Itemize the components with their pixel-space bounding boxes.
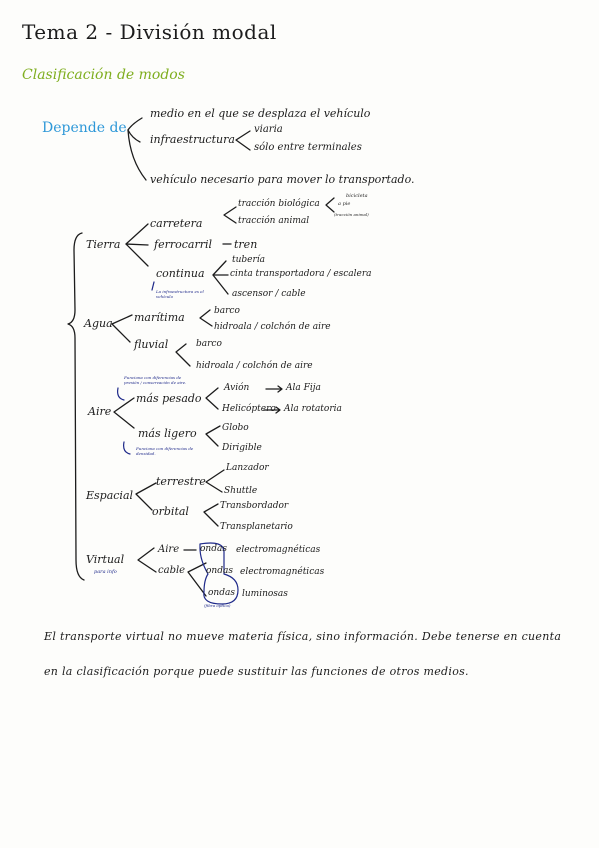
ligero-globo: Globo [222,423,249,433]
aire-mas-pesado: más pesado [136,392,202,405]
bio-a-pie: a pie [338,201,351,207]
espacial-bracket [135,482,157,511]
agua-maritima: marítima [134,311,185,324]
maritima-bracket [199,309,213,327]
root-bracket [127,117,143,143]
arrow-avion [265,385,283,393]
fluvial-bracket [175,343,191,367]
media-brace [67,232,85,581]
mas-ligero-note: Funciona con diferencias de densidad. [136,446,194,456]
pesado-annotation-hook [117,387,125,401]
criterion-medio: medio en el que se desplaza el vehículo [150,107,371,120]
espacial-orbital: orbital [152,505,189,518]
terrestre-lanzador: Lanzador [226,463,269,473]
tierra-carretera: carretera [150,217,203,230]
criterion-vehiculo: vehículo necesario para mover lo transpo… [150,173,415,186]
carretera-traccion-animal: tracción animal [238,216,310,226]
criterion-infraestructura: infraestructura [150,133,235,146]
pesado-bracket [205,387,219,410]
infra-viaria: viaria [254,124,283,135]
virtual-bracket [137,547,157,573]
aire-ondas: ondas [200,544,227,554]
mas-pesado-note: Funciona con diferencias de presión / co… [124,375,187,385]
virtual-cable: cable [158,565,186,576]
orbital-bracket [203,503,219,527]
page-title: Tema 2 - División modal [22,20,277,44]
terrestre-bracket [205,469,225,493]
ondas-bubble [199,542,239,605]
section-heading: Clasificación de modos [22,67,185,83]
arrow-heli [263,406,281,414]
aire-mas-ligero: más ligero [138,427,197,440]
continua-note: La infraestructura es el vehículo [156,289,204,299]
espacial-terrestre: terrestre [156,475,206,488]
medio-aire: Aire [88,405,112,418]
ligero-dirigible: Dirigible [222,443,262,453]
pesado-ala-rotatoria: Ala rotatoria [284,404,342,414]
tierra-continua: continua [156,267,205,280]
terrestre-shuttle: Shuttle [224,486,258,496]
continua-annotation-hook [151,281,155,291]
pesado-helicoptero: Helicóptero [222,404,276,414]
continua-cinta: cinta transportadora / escalera [230,269,372,279]
ligero-annotation-hook [123,441,131,455]
orbital-transbordador: Transbordador [220,501,289,511]
agua-bracket [111,314,133,343]
bio-bicicleta: bicicleta [346,193,368,199]
medio-agua: Agua [84,317,113,330]
orbital-transplanetario: Transplanetario [220,522,293,532]
ferrocarril-tren: tren [234,238,258,251]
medio-espacial: Espacial [86,489,134,502]
carretera-bracket [223,206,237,224]
continua-tuberia: tubería [232,255,266,265]
cable-bracket [187,562,207,597]
agua-fluvial: fluvial [134,338,169,351]
virtual-aire: Aire [158,544,180,555]
carretera-traccion-biologica: tracción biológica [238,199,320,209]
pesado-avion: Avión [224,383,250,393]
continua-bracket [212,260,229,295]
root-bracket-lower [127,129,147,181]
infra-bracket [235,130,251,151]
fibra-optica-note: (fibra óptica) [204,603,231,608]
bio-traccion-animal-note: (tracción animal) [334,212,369,217]
aire-electromagneticas: electromagnéticas [236,545,321,555]
root-label: Depende de [42,120,127,136]
virtual-para-info: para info [94,569,117,575]
maritima-hidroala: hidroala / colchón de aire [214,322,331,332]
tierra-mid [125,243,149,246]
note-line-2: en la clasificación porque puede sustitu… [44,665,469,678]
tierra-ferrocarril: ferrocarril [154,238,212,251]
ligero-bracket [205,425,221,447]
fluvial-hidroala: hidroala / colchón de aire [196,361,313,371]
continua-ascensor: ascensor / cable [232,289,306,299]
cable-luminosas: luminosas [242,589,288,599]
note-line-1: El transporte virtual no mueve materia f… [44,630,562,643]
bio-bracket [325,197,335,213]
medio-tierra: Tierra [86,238,121,251]
fluvial-barco: barco [196,339,222,349]
infra-terminales: sólo entre terminales [254,142,362,153]
pesado-ala-fija: Ala Fija [286,383,321,393]
cable-electromagneticas: electromagnéticas [240,567,325,577]
maritima-barco: barco [214,306,240,316]
cable-ondas-luminosas-label: ondas [208,588,235,598]
medio-virtual: Virtual [86,553,125,566]
aire-bracket [113,397,135,429]
cable-ondas: ondas [206,566,233,576]
